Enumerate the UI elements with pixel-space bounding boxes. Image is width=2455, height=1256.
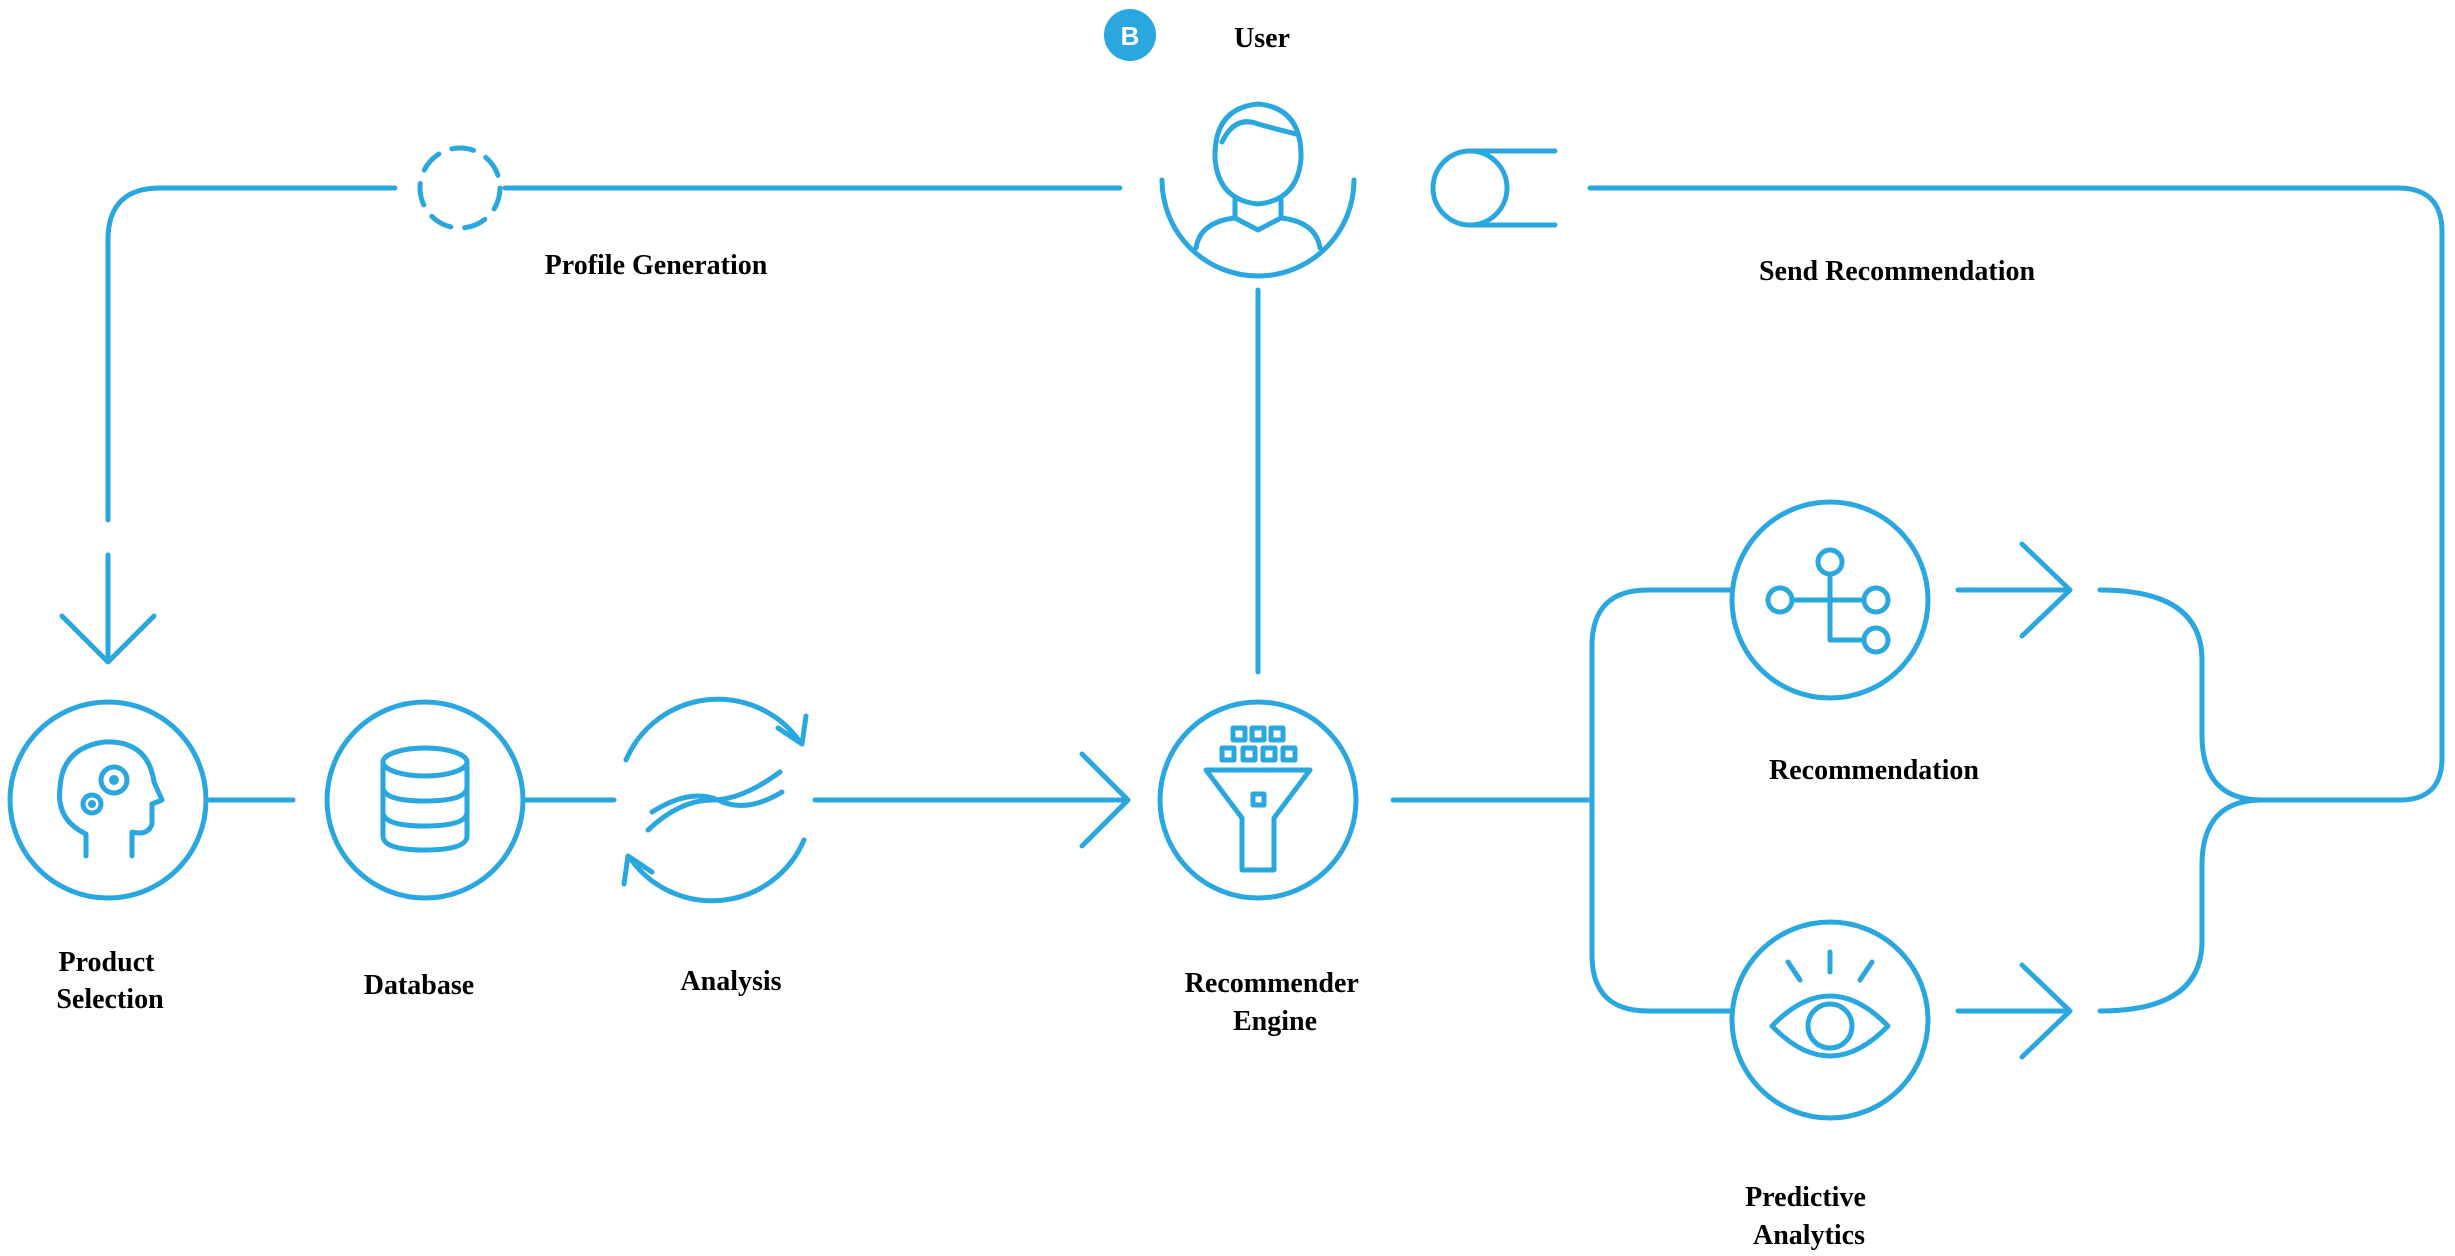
label-recommender-engine-line-1: Recommender	[1185, 968, 1359, 999]
product-selection-node	[7, 699, 209, 901]
label-predictive-analytics-line-2: Analytics	[1753, 1220, 1865, 1251]
label-predictive-analytics-line-1: Predictive	[1745, 1182, 1866, 1213]
branch-nodes-icon	[1765, 547, 1891, 655]
connector-split-to-recommendation	[1589, 587, 1738, 803]
badge: B	[1104, 9, 1156, 61]
arrow-predictive-out	[1955, 962, 2073, 1060]
arrow-into-product-selection	[59, 552, 157, 665]
label-database: Database	[364, 970, 474, 1001]
label-predictive-analytics: Predictive Analytics	[1745, 1182, 1873, 1251]
predictive-analytics-node	[1729, 919, 1931, 1121]
connector-merge-to-send	[1587, 185, 2445, 803]
analysis-cycle-icon	[621, 696, 809, 904]
label-product-selection-line-2: Selection	[56, 984, 164, 1015]
database-node	[324, 699, 526, 901]
label-recommender-engine: Recommender Engine	[1185, 968, 1366, 1037]
label-product-selection: Product Selection	[56, 947, 164, 1015]
person-icon	[1193, 101, 1323, 251]
recommendation-node	[1729, 499, 1931, 701]
label-send-recommendation: Send Recommendation	[1759, 256, 2036, 287]
label-user: User	[1234, 23, 1290, 54]
label-analysis: Analysis	[680, 966, 781, 997]
database-icon	[380, 745, 470, 853]
dashed-circle-icon	[417, 145, 503, 231]
connector-analysis-to-engine	[812, 751, 1131, 849]
connector-split-to-predictive	[1589, 797, 1738, 1014]
head-gears-icon	[57, 739, 165, 859]
analysis-node	[621, 696, 809, 904]
recommender-engine-node	[1157, 699, 1359, 901]
label-recommender-engine-line-2: Engine	[1233, 1006, 1317, 1037]
label-product-selection-line-1: Product	[59, 947, 156, 978]
connector-predictive-to-merge	[2097, 797, 2265, 1014]
label-recommendation: Recommendation	[1769, 755, 1979, 786]
pipe-circle-icon	[1430, 148, 1558, 228]
user-node	[1159, 101, 1357, 279]
badge-letter: B	[1121, 21, 1140, 51]
eye-icon	[1769, 949, 1891, 1059]
label-profile-generation: Profile Generation	[545, 250, 768, 281]
connector-profile-to-product-selection	[105, 185, 398, 523]
connector-recommendation-to-merge	[2097, 587, 2265, 803]
funnel-icon	[1203, 725, 1313, 873]
arrow-recommendation-out	[1955, 541, 2073, 639]
